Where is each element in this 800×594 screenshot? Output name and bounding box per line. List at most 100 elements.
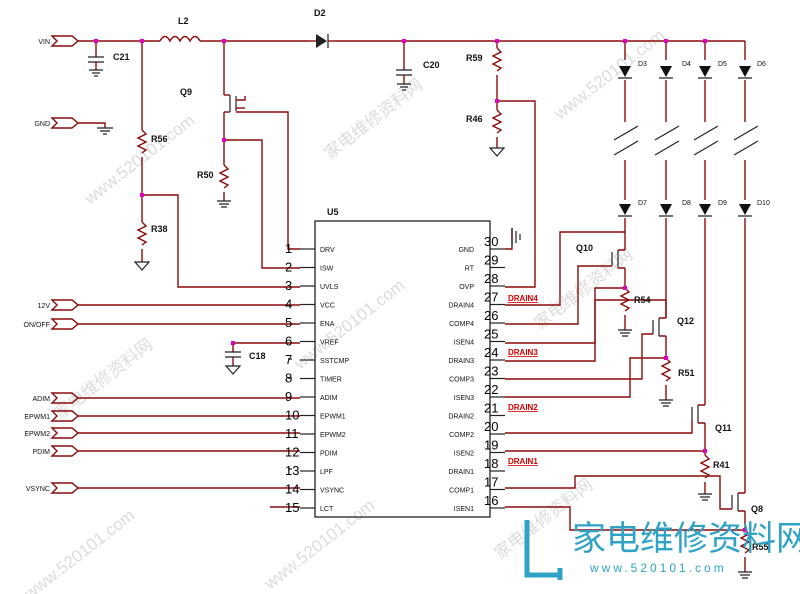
ic-pin-number: 26 bbox=[484, 308, 498, 323]
ic-pin-number: 7 bbox=[285, 352, 292, 367]
diode-d2 bbox=[310, 34, 335, 48]
ic-pin-name: ADIM bbox=[320, 395, 338, 402]
logo-plug-icon bbox=[524, 520, 563, 580]
ic-pin-name: ISW bbox=[320, 266, 334, 273]
ic-pin-name: COMP2 bbox=[449, 432, 474, 439]
label-q9: Q9 bbox=[180, 87, 192, 97]
port-connector bbox=[50, 299, 80, 311]
watermark-text: www.520101.com bbox=[80, 111, 198, 209]
ic-pin-name: DRAIN4 bbox=[448, 303, 474, 310]
ic-pin-number: 22 bbox=[484, 382, 498, 397]
junction-dot bbox=[94, 39, 98, 43]
drain3-net-label: DRAIN3 bbox=[508, 348, 538, 357]
inductor-l2 bbox=[159, 35, 201, 43]
label-d9: D9 bbox=[718, 200, 727, 207]
label-q12: Q12 bbox=[677, 316, 694, 326]
ic-pin-number: 30 bbox=[484, 234, 498, 249]
ic-pin-number: 21 bbox=[484, 401, 498, 416]
junction-dot bbox=[140, 39, 144, 43]
junction-dot bbox=[743, 528, 747, 532]
label-r51: R51 bbox=[678, 368, 695, 378]
port-label: 12V bbox=[38, 303, 51, 310]
ic-pin-number: 19 bbox=[484, 438, 498, 453]
junction-dot bbox=[664, 39, 668, 43]
led-strings bbox=[613, 41, 759, 493]
watermark-text: 家电维修资料网 bbox=[321, 75, 426, 163]
ic-pin-number: 13 bbox=[285, 463, 299, 478]
label-d10: D10 bbox=[757, 200, 770, 207]
ic-pin-name: ISEN2 bbox=[454, 451, 474, 458]
ic-pin-number: 4 bbox=[285, 297, 292, 312]
logo-url-text: www.520101.com bbox=[589, 561, 727, 575]
port-connector bbox=[50, 482, 80, 494]
watermark-text: www.520101.com bbox=[550, 26, 668, 124]
port-label: VSYNC bbox=[26, 486, 50, 493]
junction-dots bbox=[94, 39, 747, 532]
ic-pin-name: DRAIN3 bbox=[448, 358, 474, 365]
ic-pin-number: 11 bbox=[285, 426, 299, 441]
junction-dot bbox=[222, 39, 226, 43]
ic-pin-name: ISEN3 bbox=[454, 395, 474, 402]
port-connector bbox=[50, 35, 80, 47]
ic-pin-name: VCC bbox=[320, 303, 335, 310]
ic-pin-number: 18 bbox=[484, 456, 498, 471]
logo-cn-text: 家电维修资料网 bbox=[572, 520, 800, 558]
port-label: EPWM2 bbox=[24, 431, 50, 438]
label-r56: R56 bbox=[151, 134, 168, 144]
junction-dot bbox=[140, 193, 144, 197]
ic-pin-name: TIMER bbox=[320, 377, 342, 384]
label-d5: D5 bbox=[718, 61, 727, 68]
junction-dot bbox=[402, 39, 406, 43]
ic-pin-number: 24 bbox=[484, 345, 498, 360]
label-q8: Q8 bbox=[751, 504, 763, 514]
ic-pin-number: 12 bbox=[285, 445, 299, 460]
ic-pin-number: 9 bbox=[285, 389, 292, 404]
port-connector bbox=[50, 445, 80, 457]
label-r55: R55 bbox=[752, 542, 769, 552]
label-r41: R41 bbox=[713, 460, 730, 470]
port-label: GND bbox=[34, 121, 50, 128]
ic-pin-name: EPWM2 bbox=[320, 432, 346, 439]
junction-dot bbox=[623, 39, 627, 43]
label-r38: R38 bbox=[151, 224, 168, 234]
ic-pin-number: 14 bbox=[285, 482, 299, 497]
junction-dot bbox=[703, 39, 707, 43]
ic-pin-number: 2 bbox=[285, 260, 292, 275]
junction-dot bbox=[703, 449, 707, 453]
ic-pin-name: LPF bbox=[320, 469, 333, 476]
junction-dot bbox=[495, 39, 499, 43]
ic-pin-name: VSYNC bbox=[320, 488, 344, 495]
port-label: PDIM bbox=[33, 449, 51, 456]
label-q11: Q11 bbox=[715, 423, 732, 433]
ic-pin-number: 17 bbox=[484, 475, 498, 490]
ic-pin-number: 8 bbox=[285, 371, 292, 386]
ic-pin-number: 6 bbox=[285, 334, 292, 349]
port-connector bbox=[50, 117, 80, 129]
ic-pin-name: ISEN1 bbox=[454, 506, 474, 513]
watermark-text: 家电维修资料网 bbox=[51, 335, 156, 423]
ic-pin-name: VREF bbox=[320, 340, 339, 347]
label-c20: C20 bbox=[423, 60, 440, 70]
label-d8: D8 bbox=[682, 200, 691, 207]
junction-dot bbox=[664, 356, 668, 360]
ic-pin-name: COMP4 bbox=[449, 321, 474, 328]
watermark-text: www.520101.com bbox=[20, 506, 138, 594]
port-label: EPWM1 bbox=[24, 414, 50, 421]
junction-dot bbox=[495, 99, 499, 103]
port-label: ADIM bbox=[33, 396, 51, 403]
junction-dot bbox=[222, 138, 226, 142]
ic-pin-name: ENA bbox=[320, 321, 335, 328]
ic-pin-name: UVLS bbox=[320, 284, 339, 291]
ic-pin-name: RT bbox=[465, 266, 475, 273]
label-q10: Q10 bbox=[576, 243, 593, 253]
ic-pin-number: 1 bbox=[285, 241, 292, 256]
watermark-text: 家电维修资料网 bbox=[531, 245, 636, 333]
label-c18: C18 bbox=[249, 351, 266, 361]
label-d6: D6 bbox=[757, 61, 766, 68]
drain1-net-label: DRAIN1 bbox=[508, 457, 538, 466]
port-label: VIN bbox=[38, 39, 50, 46]
label-c21: C21 bbox=[113, 52, 130, 62]
ic-pin-number: 23 bbox=[484, 364, 498, 379]
